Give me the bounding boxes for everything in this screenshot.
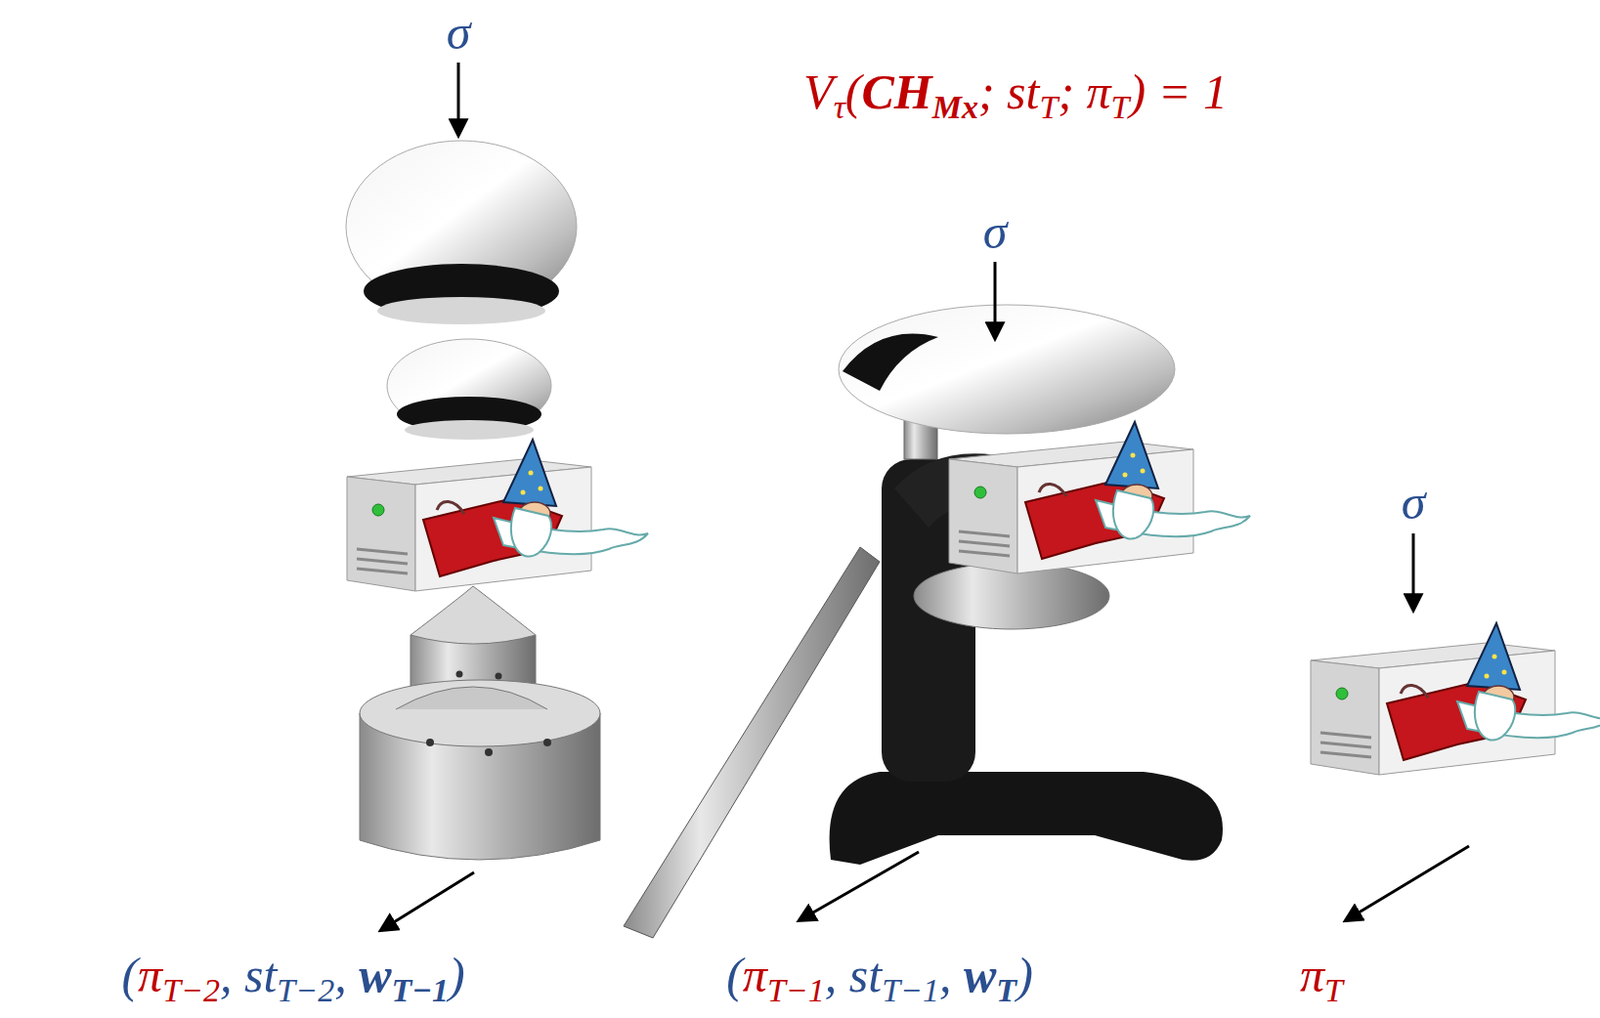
formula-part: τ [833, 87, 846, 125]
formula-part: ) [448, 948, 466, 1003]
input-sigma: σ [983, 205, 1008, 260]
left-juicer-parts [345, 140, 649, 861]
left-juicer-parts-part [495, 673, 503, 681]
formula-part: T [995, 971, 1017, 1008]
left-juicer-parts-part [484, 748, 493, 757]
output-arrows [381, 846, 1470, 931]
output-tuple: (πT−2, stT−2, wT−1) [121, 949, 465, 1003]
output-arrows-part [1345, 846, 1470, 921]
left-juicer-parts-part [410, 586, 536, 645]
output-tuple: (πT−1, stT−1, wT) [726, 949, 1034, 1003]
formula-part: , [334, 948, 359, 1003]
middle-juicer-part [838, 304, 1175, 434]
formula-part: T−2 [162, 971, 220, 1008]
middle-juicer-part [829, 772, 1223, 865]
formula-part: T [1038, 87, 1058, 125]
formula-part: T−1 [391, 971, 449, 1008]
left-juicer-parts-part [456, 671, 464, 679]
right-server-part [1310, 623, 1600, 776]
formula-part: π [137, 948, 163, 1003]
formula-part: π [742, 948, 768, 1003]
middle-juicer-part [842, 334, 939, 391]
middle-juicer-part [623, 547, 880, 939]
left-juicer-parts-part [387, 339, 552, 433]
middle-juicer [623, 304, 1251, 939]
formula-part: , st [824, 948, 882, 1003]
input-sigma: σ [446, 5, 472, 60]
formula-part: ( [726, 948, 743, 1003]
formula-part: CH [861, 64, 932, 120]
output-arrows-part [381, 872, 475, 931]
formula-part: ( [121, 948, 138, 1003]
left-juicer-parts-part [377, 297, 546, 325]
input-sigma: σ [1401, 475, 1427, 530]
formula-part: T−2 [276, 971, 335, 1008]
input-arrows-part [1412, 533, 1416, 610]
left-juicer-parts-part [404, 420, 534, 440]
formula-part: ; π [1057, 64, 1111, 120]
formula-part: w [963, 948, 996, 1003]
formula-part: σ [446, 4, 472, 60]
left-juicer-parts-part [426, 738, 434, 747]
middle-juicer-part [949, 422, 1251, 574]
final-proof: πT [1299, 949, 1343, 1003]
formula-part: w [358, 948, 391, 1003]
left-juicer-parts-part [395, 687, 548, 710]
input-arrows [458, 62, 1414, 610]
formula-part: T [1111, 87, 1130, 125]
formula-part: T [1324, 971, 1343, 1008]
left-juicer-parts-part [346, 439, 649, 592]
left-juicer-parts-part [359, 680, 601, 747]
formula-part: ) [1016, 948, 1034, 1003]
left-juicer-parts-part [543, 738, 552, 747]
formula-part: T−1 [767, 971, 825, 1008]
formula-part: π [1299, 948, 1325, 1003]
formula-part: V [803, 64, 834, 120]
formula-part: Mx [932, 87, 979, 125]
formula-part: σ [983, 204, 1008, 260]
formula-part: ( [845, 64, 863, 120]
right-server [1310, 623, 1600, 776]
formula-part: ; st [978, 64, 1040, 120]
formula-part: ) = 1 [1129, 64, 1228, 120]
input-arrows-part [457, 62, 461, 135]
input-arrows-part [994, 261, 997, 339]
formula-part: σ [1401, 475, 1427, 530]
formula-part: , [939, 948, 964, 1003]
formula-part: T−1 [881, 971, 940, 1008]
verifier-equation: Vτ(CHMx; stT; πT) = 1 [803, 65, 1228, 120]
output-arrows-part [799, 852, 919, 921]
formula-part: , st [219, 948, 277, 1003]
